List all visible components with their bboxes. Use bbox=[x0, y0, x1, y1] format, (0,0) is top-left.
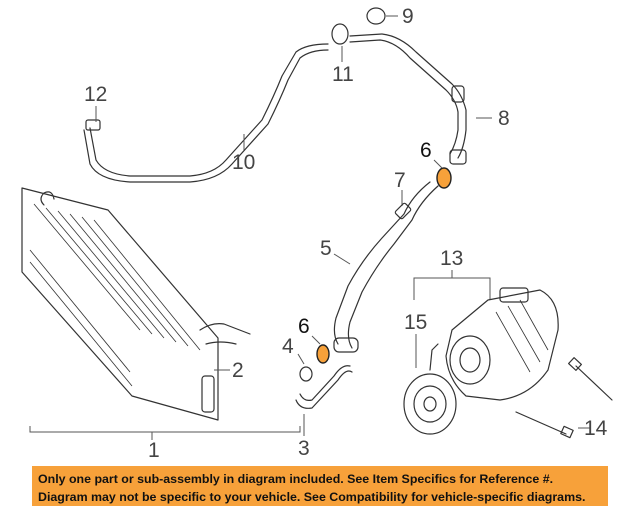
callout-10: 10 bbox=[232, 151, 256, 174]
pipe-part-3 bbox=[295, 365, 353, 409]
callout-8: 8 bbox=[498, 107, 510, 130]
callout-15: 15 bbox=[404, 311, 428, 334]
disclaimer-line-2: Diagram may not be specific to your vehi… bbox=[38, 490, 586, 504]
disclaimer-line-1: Only one part or sub-assembly in diagram… bbox=[38, 472, 554, 486]
seal-part-6-upper bbox=[436, 167, 452, 189]
disclaimer-banner: Only one part or sub-assembly in diagram… bbox=[32, 466, 608, 506]
callout-9: 9 bbox=[402, 5, 414, 28]
leader-5 bbox=[333, 253, 351, 265]
callout-3: 3 bbox=[298, 437, 310, 460]
callout-14: 14 bbox=[584, 417, 608, 440]
compressor-part-13 bbox=[445, 287, 559, 401]
bracket-part-1 bbox=[29, 426, 301, 440]
callout-5: 5 bbox=[320, 237, 332, 260]
callout-2: 2 bbox=[232, 359, 244, 382]
ac-line-part-8 bbox=[349, 33, 467, 165]
condenser-part-1 bbox=[21, 187, 251, 421]
callout-6-upper: 6 bbox=[420, 139, 432, 162]
leader-6-upper bbox=[433, 159, 443, 169]
o-ring-part-11 bbox=[331, 23, 349, 45]
leader-6-lower bbox=[311, 335, 321, 345]
callout-6-lower: 6 bbox=[298, 315, 310, 338]
leader-4 bbox=[297, 353, 305, 365]
hose-part-5 bbox=[333, 181, 439, 353]
callout-11: 11 bbox=[332, 63, 354, 86]
callout-12: 12 bbox=[84, 83, 108, 106]
callout-1: 1 bbox=[148, 439, 160, 462]
bolts-part-14 bbox=[515, 357, 613, 439]
o-ring-part-4 bbox=[299, 366, 313, 382]
o-ring-part-9 bbox=[366, 7, 386, 25]
seal-part-6-lower bbox=[316, 344, 330, 364]
callout-7: 7 bbox=[394, 169, 406, 192]
ac-line-part-10 bbox=[83, 43, 329, 183]
callout-13: 13 bbox=[440, 247, 464, 270]
bracket-part-13 bbox=[413, 270, 491, 300]
clutch-part-15 bbox=[403, 343, 457, 435]
callout-4: 4 bbox=[282, 335, 294, 358]
